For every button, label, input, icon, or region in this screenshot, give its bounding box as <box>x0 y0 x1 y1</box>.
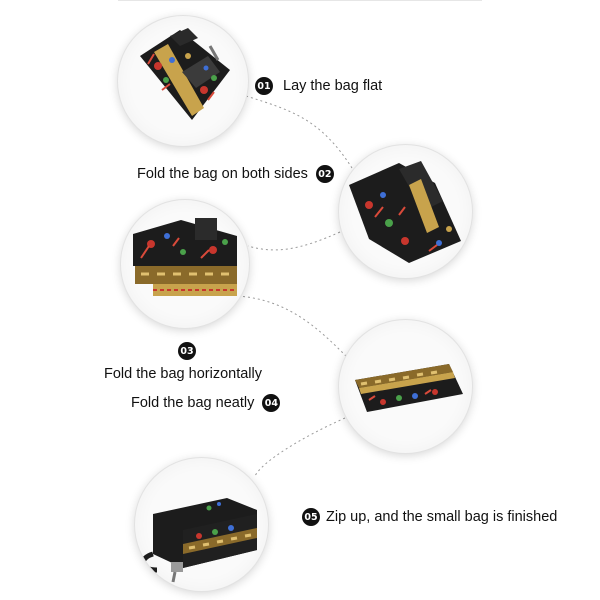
bag-folded-neatly-image <box>355 364 463 412</box>
step-3-photo <box>121 200 249 328</box>
step-1-label: Lay the bag flat <box>283 78 383 94</box>
bag-folded-horizontal-image <box>133 218 237 296</box>
step-4-label: Fold the bag neatly <box>131 395 255 411</box>
step-2-photo <box>339 145 472 278</box>
step-3-label: Fold the bag horizontally <box>104 366 262 382</box>
step-2-label: Fold the bag on both sides <box>137 166 308 182</box>
top-divider <box>118 0 482 1</box>
bag-folded-sides-image <box>349 161 461 263</box>
step-1: 01 Lay the bag flat <box>255 77 382 95</box>
step-4: Fold the bag neatly 04 <box>131 394 281 412</box>
step-1-badge: 01 <box>255 77 273 95</box>
connector-1-2 <box>245 95 353 169</box>
connector-3-4 <box>237 295 351 361</box>
step-5-label: Zip up, and the small bag is finished <box>326 509 558 525</box>
step-3-badge: 03 <box>178 342 196 360</box>
step-4-badge: 04 <box>262 394 281 412</box>
step-1-photo <box>118 16 248 146</box>
step-5-photo <box>135 458 268 591</box>
bag-flat-image <box>140 28 230 120</box>
step-2-badge: 02 <box>315 165 334 183</box>
finished-pouch-image <box>140 498 257 583</box>
step-5: 05 Zip up, and the small bag is finished <box>302 508 557 526</box>
connector-2-3 <box>247 231 341 251</box>
step-3: Fold the bag horizontally <box>104 366 262 382</box>
step-2: Fold the bag on both sides 02 <box>137 165 334 183</box>
connector-4-5 <box>254 417 346 477</box>
step-4-photo <box>339 320 472 453</box>
step-5-badge: 05 <box>302 508 320 526</box>
